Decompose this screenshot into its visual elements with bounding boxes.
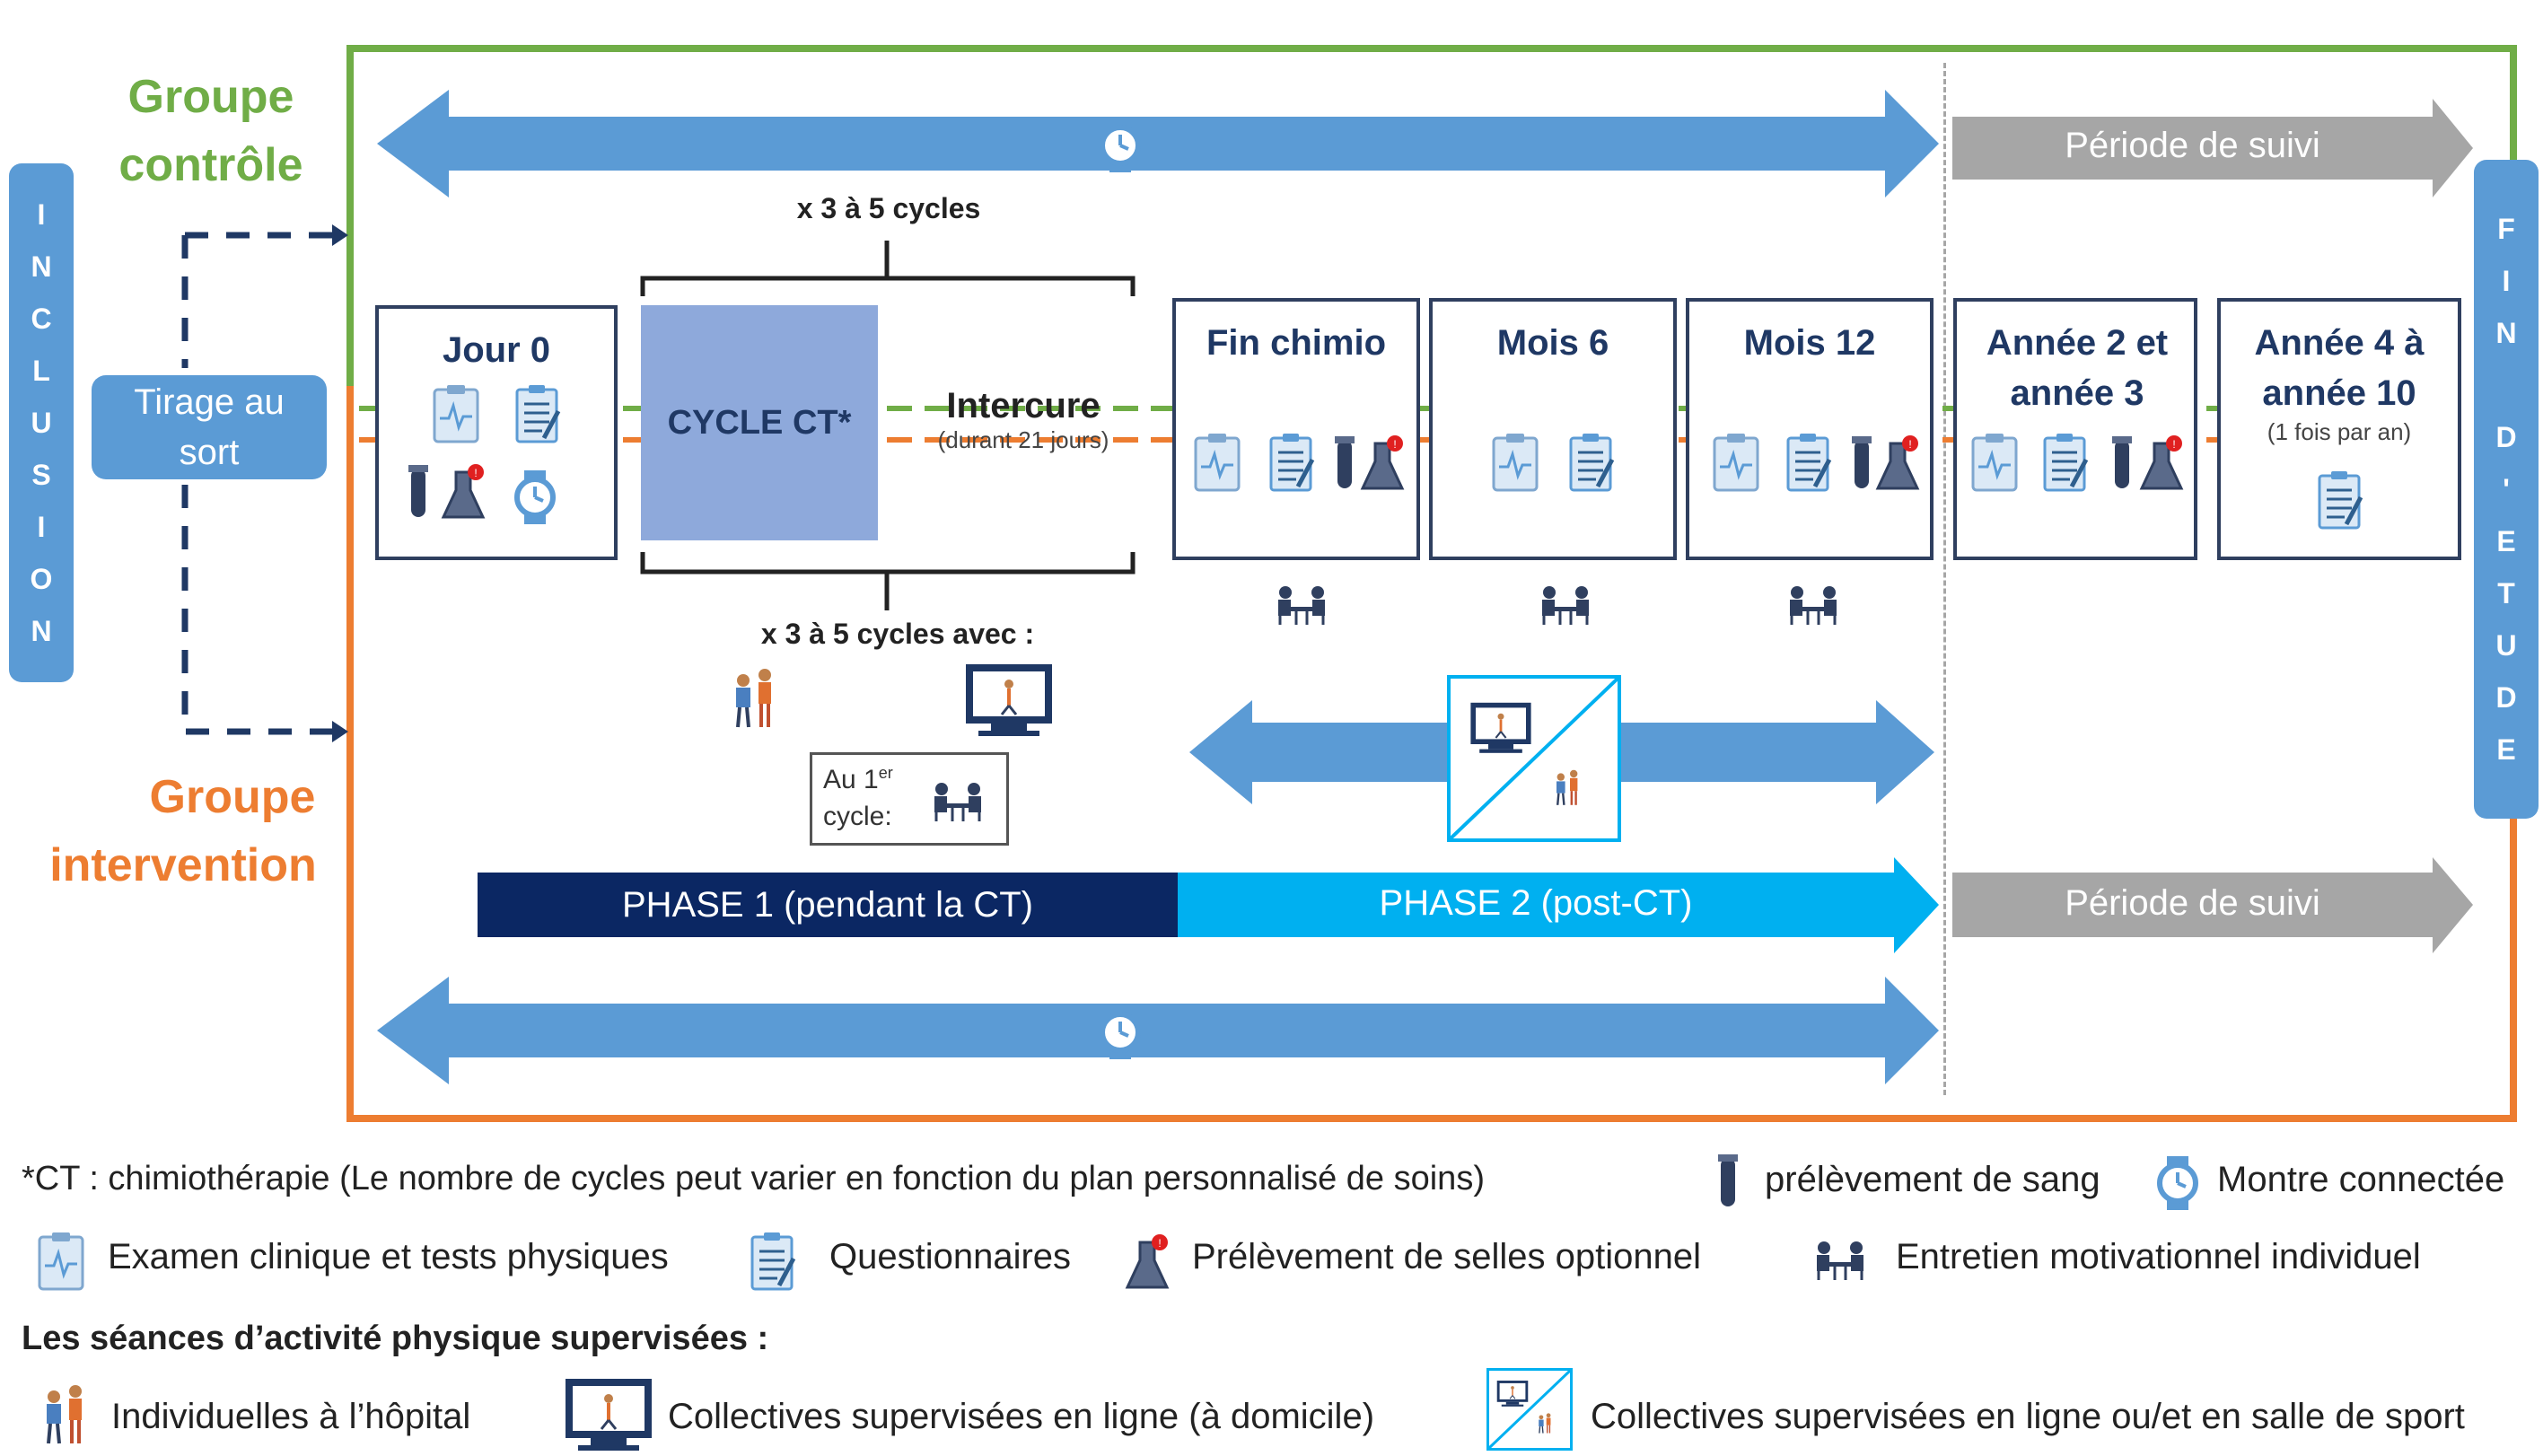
controle-montre-arrow <box>377 90 1939 197</box>
fin-etude-letter: N <box>2495 317 2517 349</box>
suivi-divider <box>1943 63 1946 1095</box>
fin-etude-letter: E <box>2496 525 2516 557</box>
intervention-montre-arrow <box>377 977 1939 1084</box>
inclusion-letter: N <box>31 615 52 647</box>
legend-collectives-mixte: Collectives supervisées en ligne ou/et e… <box>1591 1397 2465 1436</box>
stopwatch-icon <box>2147 1151 2208 1215</box>
mixed-class-icon <box>1447 675 1621 842</box>
fin-etude-letter: I <box>2502 265 2511 297</box>
timepoint-annee-4-10: Année 4 à année 10 (1 fois par an) <box>2217 298 2461 560</box>
inclusion-letter: S <box>31 459 51 491</box>
legend-individuelles: Individuelles à l’hôpital <box>111 1397 471 1436</box>
questionnaire-icon <box>741 1228 804 1294</box>
annee-4-10-icons <box>2217 449 2461 548</box>
individual-training-icon <box>45 1383 83 1445</box>
fin-etude-letter: D <box>2495 681 2517 714</box>
annee-2-3-icons <box>1971 395 2184 521</box>
phase2-bar <box>1178 857 1939 953</box>
legend-selles: Prélèvement de selles optionnel <box>1192 1237 1702 1276</box>
entretien-icons <box>1276 584 1838 627</box>
inclusion-letter: L <box>32 355 50 387</box>
periode-suivi-arrow-bottom <box>1952 857 2473 953</box>
cycles-bottom-label: x 3 à 5 cycles avec : <box>760 618 1035 650</box>
phase2-label: PHASE 2 (post-CT) <box>1379 883 1693 923</box>
fin-etude-letter: E <box>2496 733 2516 766</box>
intercure-label: Intercure (durant 21 jours) <box>937 386 1109 453</box>
jour-0-icons <box>408 359 618 557</box>
legend-collectives-ligne: Collectives supervisées en ligne (à domi… <box>668 1397 1375 1436</box>
fin-chimio-icons <box>1194 395 1405 521</box>
fin-etude-letter: D <box>2495 421 2517 453</box>
timepoint-jour-0: Jour 0 <box>375 305 618 560</box>
inclusion-letter: I <box>37 511 46 543</box>
mois-6-icons <box>1492 395 1677 521</box>
online-class-icon <box>564 1377 653 1452</box>
legend-questionnaires: Questionnaires <box>829 1237 1072 1276</box>
blood-tube-icon <box>1718 1154 1738 1206</box>
legend-montre: Montre connectée <box>2217 1160 2505 1199</box>
randomisation-arrows <box>181 224 348 742</box>
inclusion-letter: U <box>31 407 52 439</box>
flask-icon <box>1126 1232 1170 1289</box>
activity-icons <box>734 662 1054 738</box>
periode-suivi-label-bottom: Période de suivi <box>2065 883 2320 923</box>
periode-suivi-arrow-top <box>1952 99 2473 197</box>
timepoint-mois-12: Mois 12 <box>1686 298 1934 560</box>
cycles-top-label: x 3 à 5 cycles <box>796 192 981 224</box>
inclusion-letter: O <box>30 563 53 595</box>
fin-etude-letter: U <box>2495 629 2517 662</box>
inclusion-letter: I <box>37 198 46 231</box>
mixed-class-legend-icon <box>1486 1368 1573 1451</box>
legend-prelevement-sang: prélèvement de sang <box>1765 1160 2100 1199</box>
legend-seances-title: Les séances d’activité physique supervis… <box>22 1320 769 1357</box>
legend-examen: Examen clinique et tests physiques <box>108 1237 669 1276</box>
tirage-au-sort-box: Tirage au sort <box>92 375 327 479</box>
mois-12-icons <box>1713 395 1920 521</box>
interview-icon <box>1815 1240 1865 1282</box>
legend-entretien: Entretien motivationnel individuel <box>1896 1237 2421 1276</box>
inclusion-letter: N <box>31 250 52 283</box>
periode-suivi-label-top: Période de suivi <box>2065 126 2320 165</box>
legend-ct-note: *CT : chimiothérapie (Le nombre de cycle… <box>22 1160 1485 1197</box>
timepoint-annee-2-3: Année 2 et année 3 <box>1953 298 2197 560</box>
timepoint-mois-6: Mois 6 <box>1429 298 1677 560</box>
au-1er-cycle-box: Au 1er cycle: <box>810 752 1009 846</box>
inclusion-letter: C <box>31 303 52 335</box>
fin-etude-letter: T <box>2497 577 2515 610</box>
timepoint-fin-chimio: Fin chimio <box>1172 298 1420 560</box>
phase1-bar: PHASE 1 (pendant la CT) <box>478 873 1178 937</box>
cycle-ct-box: CYCLE CT* <box>641 305 878 540</box>
clipboard-ecg-icon <box>38 1231 84 1291</box>
fin-etude-letter: ' <box>2503 473 2510 505</box>
fin-etude-letter: F <box>2497 213 2515 245</box>
